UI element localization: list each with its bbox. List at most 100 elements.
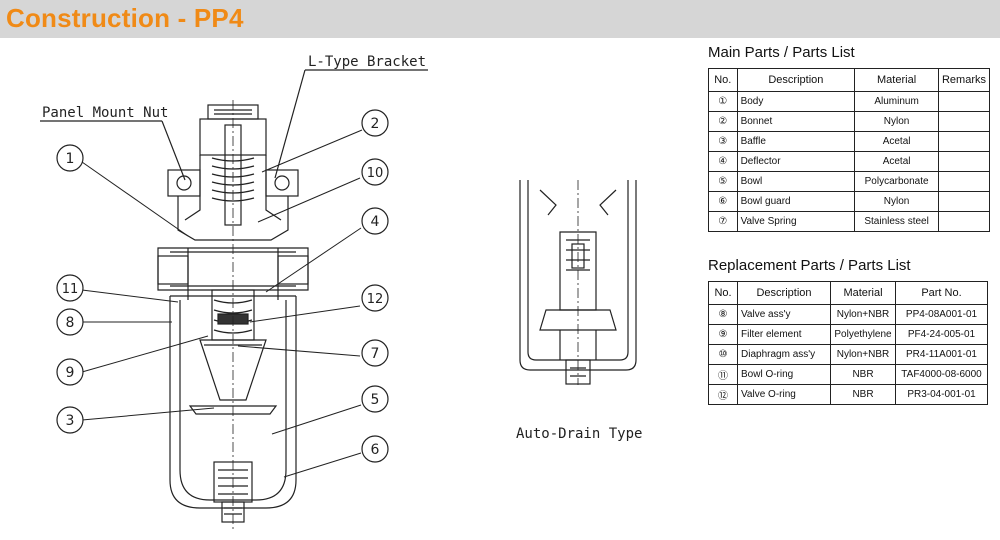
page-title: Construction - PP4 [6, 3, 244, 33]
part-remarks [937, 91, 991, 112]
part-number: ⑥ [708, 191, 738, 212]
svg-text:10: 10 [367, 166, 384, 181]
callout-1: 1 [56, 144, 84, 172]
part-material: NBR [830, 364, 896, 385]
part-part-no: PR4-11A001-01 [895, 344, 988, 365]
part-remarks [937, 151, 991, 172]
part-part-no: PF4-24-005-01 [895, 324, 988, 345]
part-part-no: TAF4000-08-6000 [895, 364, 988, 385]
part-remarks [937, 131, 991, 152]
label-panel-mount-nut: Panel Mount Nut [42, 105, 168, 121]
callout-11: 11 [56, 274, 84, 302]
part-material: Aluminum [854, 91, 939, 112]
part-number: ⑤ [708, 171, 738, 192]
part-description: Body [736, 91, 856, 112]
part-number: ⑦ [708, 211, 738, 232]
page-header: Construction - PP4 [0, 0, 1000, 38]
callout-2: 2 [361, 109, 389, 137]
callout-10: 10 [361, 158, 389, 186]
col-header: Part No. [895, 281, 988, 305]
part-description: Valve Spring [736, 211, 856, 232]
part-number: ⑩ [708, 344, 738, 365]
part-part-no: PP4-08A001-01 [895, 304, 988, 325]
col-header: Description [737, 281, 831, 305]
part-material: Nylon [854, 191, 939, 212]
svg-text:12: 12 [367, 292, 384, 307]
auto-drain-detail [519, 180, 637, 385]
svg-text:6: 6 [371, 442, 380, 458]
svg-text:8: 8 [66, 315, 75, 331]
svg-text:3: 3 [66, 413, 75, 429]
part-remarks [937, 111, 991, 132]
svg-text:1: 1 [66, 151, 75, 167]
callout-12: 12 [361, 284, 389, 312]
part-description: Valve O-ring [737, 384, 831, 405]
replacement-parts-title: Replacement Parts / Parts List [708, 257, 911, 274]
part-material: Acetal [854, 151, 939, 172]
callout-4: 4 [361, 207, 389, 235]
svg-text:4: 4 [371, 214, 380, 230]
part-remarks [937, 191, 991, 212]
svg-text:9: 9 [66, 365, 75, 381]
part-number: ⑪ [708, 364, 738, 385]
part-number: ⑧ [708, 304, 738, 325]
callout-3: 3 [56, 406, 84, 434]
col-header: No. [708, 281, 738, 305]
part-description: Bowl O-ring [737, 364, 831, 385]
col-header: Material [830, 281, 896, 305]
svg-text:11: 11 [62, 282, 79, 297]
part-number: ④ [708, 151, 738, 172]
label-l-type-bracket: L-Type Bracket [308, 54, 426, 70]
callout-6: 6 [361, 435, 389, 463]
part-number: ② [708, 111, 738, 132]
part-description: Bonnet [736, 111, 856, 132]
col-header: Remarks [937, 68, 991, 92]
part-part-no: PR3-04-001-01 [895, 384, 988, 405]
callout-8: 8 [56, 308, 84, 336]
table-header-row: No. Description Material Remarks [708, 68, 991, 92]
part-material: NBR [830, 384, 896, 405]
part-description: Baffle [736, 131, 856, 152]
part-material: Nylon [854, 111, 939, 132]
table-header-row: No. Description Material Part No. [708, 281, 988, 305]
part-number: ⑨ [708, 324, 738, 345]
part-remarks [937, 211, 991, 232]
part-description: Bowl [736, 171, 856, 192]
part-number: ③ [708, 131, 738, 152]
part-description: Bowl guard [736, 191, 856, 212]
callout-5: 5 [361, 385, 389, 413]
col-header: No. [708, 68, 738, 92]
part-description: Valve ass'y [737, 304, 831, 325]
main-parts-title: Main Parts / Parts List [708, 44, 855, 61]
part-material: Nylon+NBR [830, 304, 896, 325]
part-material: Stainless steel [854, 211, 939, 232]
part-description: Filter element [737, 324, 831, 345]
label-auto-drain-type: Auto-Drain Type [516, 426, 642, 442]
part-material: Polyethylene [830, 324, 896, 345]
svg-text:7: 7 [371, 346, 380, 362]
part-material: Nylon+NBR [830, 344, 896, 365]
part-description: Diaphragm ass'y [737, 344, 831, 365]
part-number: ⑫ [708, 384, 738, 405]
part-number: ① [708, 91, 738, 112]
part-material: Acetal [854, 131, 939, 152]
col-header: Description [736, 68, 856, 92]
callout-7: 7 [361, 339, 389, 367]
callout-9: 9 [56, 358, 84, 386]
